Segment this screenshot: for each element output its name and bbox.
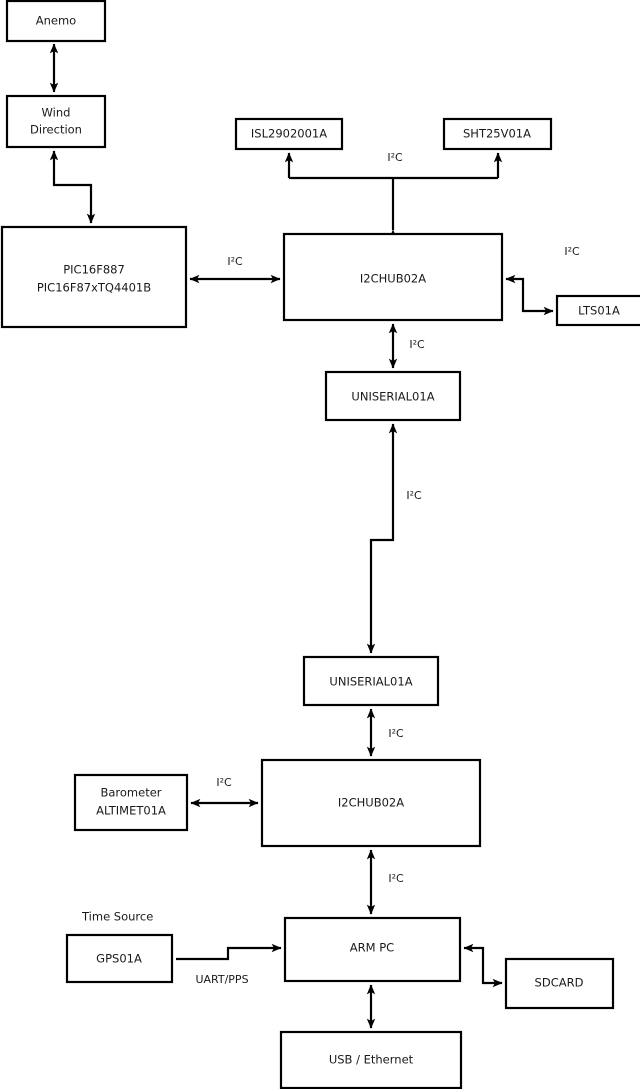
node-wind-direction-label-line2: Direction <box>30 123 82 137</box>
node-usb-ethernet[interactable]: USB / Ethernet <box>279 1030 463 1089</box>
node-i2chub02a-bottom[interactable]: I2CHUB02A <box>260 758 482 848</box>
edge-label-i2c-pic-hub: I²C <box>227 255 243 268</box>
edge-label-i2c-hub-armpc: I²C <box>388 872 404 885</box>
node-sht25v01a[interactable]: SHT25V01A <box>442 117 553 151</box>
edge-label-i2c-barometer-hub: I²C <box>216 776 232 789</box>
node-pic-box[interactable] <box>0 225 188 329</box>
node-isl2902001a[interactable]: ISL2902001A <box>234 117 344 151</box>
node-usb-ethernet-label: USB / Ethernet <box>329 1053 414 1067</box>
edge-label-i2c-uniserial-link: I²C <box>406 489 422 502</box>
node-sht25v01a-label: SHT25V01A <box>463 127 531 141</box>
link-gps-armpc <box>176 943 282 961</box>
node-isl2902001a-box[interactable] <box>234 117 344 151</box>
node-i2chub02a-top-label: I2CHUB02A <box>360 272 426 286</box>
node-uniserial01a-top-box[interactable] <box>324 370 462 422</box>
edge-label-i2c-hub-lts: I²C <box>564 245 580 258</box>
node-wind-direction[interactable]: Wind Direction <box>5 94 107 149</box>
edge-label-i2c-top-sensors: I²C <box>387 151 403 164</box>
node-barometer-label-line1: Barometer <box>100 786 161 800</box>
label-time-source: Time Source <box>81 910 153 924</box>
node-i2chub02a-bottom-box[interactable] <box>260 758 482 848</box>
node-arm-pc-box[interactable] <box>283 916 462 983</box>
node-i2chub02a-top[interactable]: I2CHUB02A <box>282 232 504 322</box>
node-anemo-label: Anemo <box>36 14 76 28</box>
node-lts01a[interactable]: LTS01A <box>555 294 640 327</box>
node-uniserial01a-bottom[interactable]: UNISERIAL01A <box>302 655 440 707</box>
edge-label-i2c-hub-uniserial: I²C <box>409 338 425 351</box>
node-i2chub02a-top-box[interactable] <box>282 232 504 322</box>
edge-label-i2c-uniserial-hub-bottom: I²C <box>388 727 404 740</box>
link-winddirection-pic <box>49 150 96 224</box>
link-armpc-sdcard <box>463 943 503 988</box>
node-usb-ethernet-box[interactable] <box>279 1030 463 1089</box>
node-lts01a-label: LTS01A <box>578 304 620 318</box>
node-barometer-box[interactable] <box>73 773 189 832</box>
node-uniserial01a-top[interactable]: UNISERIAL01A <box>324 370 462 422</box>
node-sdcard[interactable]: SDCARD <box>504 957 615 1010</box>
node-pic-label-line2: PIC16F87xTQ4401B <box>37 281 151 295</box>
node-gps01a-box[interactable] <box>65 933 174 984</box>
node-sdcard-label: SDCARD <box>535 976 584 990</box>
node-wind-direction-label-line1: Wind <box>42 106 71 120</box>
node-arm-pc-label: ARM PC <box>350 941 394 955</box>
link-uniserial-uniserial <box>366 423 398 654</box>
node-uniserial01a-bottom-box[interactable] <box>302 655 440 707</box>
node-barometer[interactable]: Barometer ALTIMET01A <box>73 773 189 832</box>
node-gps01a[interactable]: GPS01A <box>65 933 174 984</box>
node-arm-pc[interactable]: ARM PC <box>283 916 462 983</box>
node-anemo[interactable]: Anemo <box>5 0 107 43</box>
node-pic[interactable]: PIC16F887 PIC16F87xTQ4401B <box>0 225 188 329</box>
node-pic-label-line1: PIC16F887 <box>63 263 125 277</box>
node-barometer-label-line2: ALTIMET01A <box>96 804 166 818</box>
node-sdcard-box[interactable] <box>504 957 615 1010</box>
node-uniserial01a-bottom-label: UNISERIAL01A <box>329 675 412 689</box>
node-gps01a-label: GPS01A <box>96 952 142 966</box>
edge-label-uart-pps: UART/PPS <box>195 973 248 986</box>
link-hubtop-lts <box>505 274 554 316</box>
node-wind-direction-box[interactable] <box>5 94 107 149</box>
node-anemo-box[interactable] <box>5 0 107 43</box>
node-isl2902001a-label: ISL2902001A <box>251 127 327 141</box>
node-lts01a-box[interactable] <box>555 294 640 327</box>
node-i2chub02a-bottom-label: I2CHUB02A <box>338 796 404 810</box>
node-uniserial01a-top-label: UNISERIAL01A <box>351 390 434 404</box>
node-sht25v01a-box[interactable] <box>442 117 553 151</box>
